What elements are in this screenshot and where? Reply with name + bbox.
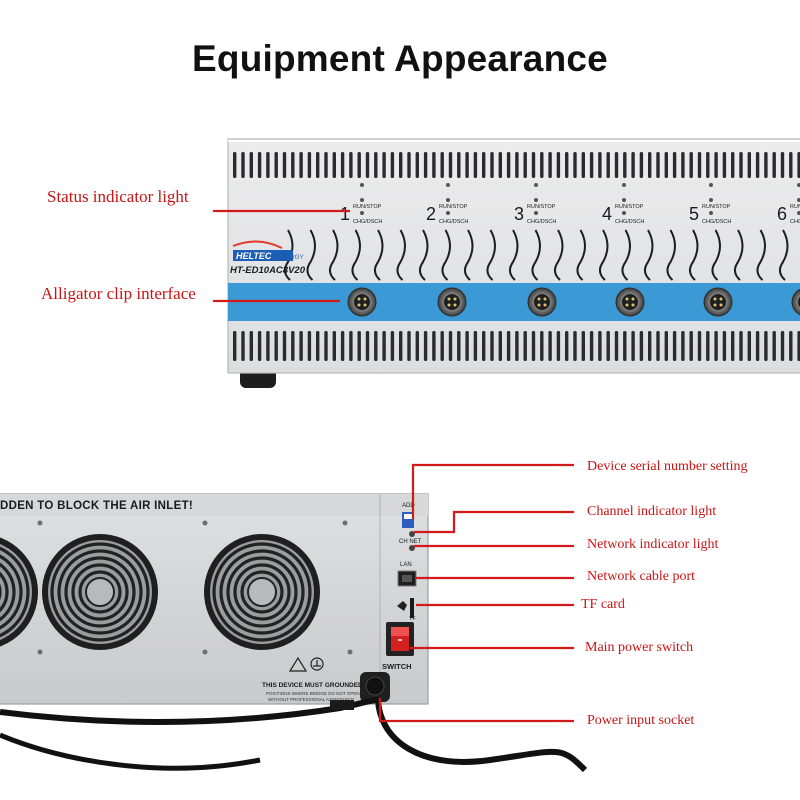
small-warning-1: POSITIONS WHERE BRIDGE DO NOT OPEN IT (266, 691, 365, 696)
alligator-connector (347, 287, 377, 317)
heltec-logo: HELTEC ENERGY (232, 240, 304, 261)
lan-label: LAN (400, 562, 412, 568)
decorative-waves (284, 229, 789, 281)
switch-label: SWITCH (382, 662, 412, 671)
chg-dsch-text: CHG/DSCH (702, 219, 731, 225)
label-network-cable-port: Network cable port (587, 569, 696, 584)
indicator-led (622, 183, 626, 187)
tf-card-slot (410, 598, 414, 618)
chg-dsch-text: CHG/DSCH (353, 219, 382, 225)
cooling-fan (42, 534, 158, 650)
svg-text:ENERGY: ENERGY (278, 255, 304, 261)
channel-number: 2 (426, 204, 436, 224)
run-stop-text: RUN/STOP (702, 204, 731, 210)
indicator-led (709, 211, 713, 215)
ch-net-label: CH NET (399, 539, 422, 545)
indicator-led (622, 211, 626, 215)
chg-dsch-text: CHG/DSCH (615, 219, 644, 225)
indicator-led (360, 211, 364, 215)
label-main-power-switch: Main power switch (585, 640, 694, 655)
indicator-led (709, 198, 713, 202)
channel-number: 3 (514, 204, 524, 224)
power-cable (375, 699, 588, 773)
label-power-input-socket: Power input socket (587, 713, 695, 728)
ground-warning-text: THIS DEVICE MUST GROUNDED (262, 682, 363, 689)
alligator-connector (703, 287, 733, 317)
alligator-connector (527, 287, 557, 317)
panel-screws (37, 520, 353, 655)
chg-dsch-text: CHG/DSCH (790, 219, 800, 225)
indicator-led (797, 183, 800, 187)
alligator-connector (615, 287, 645, 317)
run-stop-text: RUN/STOP (615, 204, 644, 210)
indicator-led (360, 198, 364, 202)
tf-card-icon (397, 601, 407, 611)
tf-label: TF (409, 616, 416, 622)
chg-dsch-text: CHG/DSCH (439, 219, 468, 225)
model-label: HT-ED10AC8V20 (230, 265, 305, 276)
indicator-led (534, 211, 538, 215)
label-tf-card: TF card (581, 597, 625, 612)
page-title: Equipment Appearance (192, 38, 608, 79)
indicator-led (534, 198, 538, 202)
addr-label: ADD (402, 503, 415, 509)
label-channel-indicator: Channel indicator light (587, 504, 717, 519)
indicator-led (797, 198, 800, 202)
alligator-connectors (347, 287, 800, 317)
ch-indicator-led (409, 531, 415, 537)
cooling-fan (204, 534, 320, 650)
cooling-fan (0, 537, 38, 647)
indicator-led (446, 211, 450, 215)
channel-number: 4 (602, 204, 612, 224)
indicator-led (534, 183, 538, 187)
power-input-socket (360, 672, 390, 702)
channel-number: 1 (340, 204, 350, 224)
indicator-led (709, 183, 713, 187)
cooling-fans (0, 534, 320, 650)
channel-number: 6 (777, 204, 787, 224)
run-stop-text: RUN/STOP (439, 204, 468, 210)
run-stop-text: RUN/STOP (353, 204, 382, 210)
air-inlet-warning: DDEN TO BLOCK THE AIR INLET! (0, 500, 194, 512)
indicator-led (360, 183, 364, 187)
front-panel-body (227, 138, 800, 374)
run-stop-text: RUN/STOP (527, 204, 556, 210)
label-network-indicator: Network indicator light (587, 537, 719, 552)
svg-text:HELTEC: HELTEC (236, 251, 272, 261)
alligator-connector (437, 287, 467, 317)
alligator-clip-label: Alligator clip interface (41, 284, 196, 303)
net-indicator-led (409, 545, 415, 551)
indicator-led (446, 183, 450, 187)
status-indicator-label: Status indicator light (47, 187, 189, 206)
top-vent-slots (233, 152, 800, 178)
run-stop-text: RUN/STOP (790, 204, 800, 210)
indicator-led (797, 211, 800, 215)
small-warning-2: WITHOUT PROFESSIONAL ASSISTANCE (268, 697, 355, 702)
label-device-serial-setting: Device serial number setting (587, 459, 748, 474)
address-switch (402, 512, 414, 528)
chg-dsch-text: CHG/DSCH (527, 219, 556, 225)
ground-warning-symbols (288, 656, 324, 672)
channel-number: 5 (689, 204, 699, 224)
indicator-led (446, 198, 450, 202)
bottom-vent-slots (233, 331, 800, 361)
indicator-led (622, 198, 626, 202)
